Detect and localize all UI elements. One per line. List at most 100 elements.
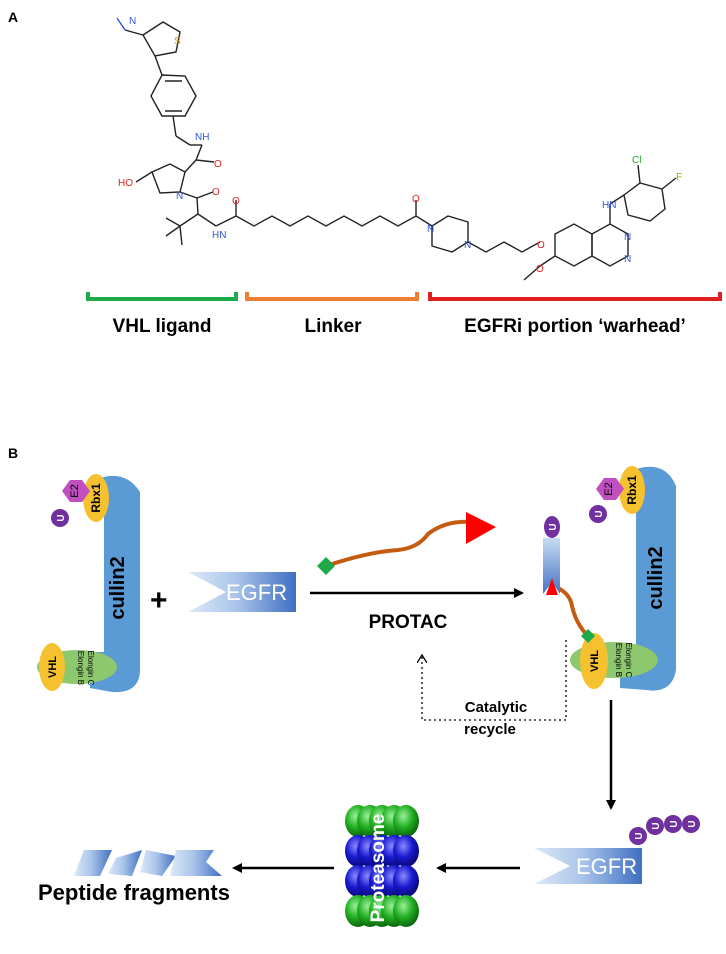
- atom-o-ether-1: O: [537, 240, 545, 251]
- atom-cl: Cl: [632, 155, 641, 166]
- ubiquitin-chain-1-label: U: [634, 832, 645, 839]
- elongin-b-label-left: Elongin B: [76, 651, 85, 685]
- quinazoline-ring-b: [591, 223, 629, 267]
- bound-protac-diamond: [581, 629, 595, 643]
- bound-protac-linker: [557, 586, 590, 638]
- ubiquitin-on-egfr-label: U: [548, 523, 559, 530]
- peptide-fragments: Peptide fragments: [38, 850, 230, 905]
- bracket-label-warhead: EGFRi portion ‘warhead’: [464, 316, 686, 337]
- proteasome: Proteasome: [345, 805, 419, 927]
- protac-label: PROTAC: [369, 612, 448, 633]
- proteasome-subunit: [393, 865, 419, 897]
- atom-o-amide-2: O: [212, 187, 220, 198]
- atom-s-thiazole: S: [174, 36, 181, 47]
- ubiquitin-right: [589, 505, 607, 523]
- atom-n-quinazoline-2: N: [624, 254, 631, 265]
- ubiquitin-chain-2-label: U: [651, 822, 662, 829]
- proteasome-subunit: [393, 805, 419, 837]
- ubiquitin-chain-4: [682, 815, 700, 833]
- vhl-oval-left: [39, 643, 65, 691]
- elongin-c-label-left: Elongin C: [86, 651, 95, 686]
- quinazoline-ring-a: [554, 223, 593, 267]
- ubiquitin-chain-1: [629, 827, 647, 845]
- ubiquitin-left: [51, 509, 69, 527]
- atom-nh-amide: NH: [195, 132, 209, 143]
- ubiquitin-chain-2: [646, 817, 664, 835]
- panel-label-b: B: [8, 445, 18, 461]
- ubiquitin-chain-3: [664, 815, 682, 833]
- plus-sign: +: [150, 584, 168, 617]
- ubiquitin-chain-3-label: U: [669, 820, 680, 827]
- ubiquitin-chain-4-label: U: [687, 820, 698, 827]
- atom-ho: HO: [118, 178, 133, 189]
- fragment-1: [74, 850, 112, 876]
- e2-hexagon-left: [62, 480, 90, 502]
- egfr-shape-top: [188, 572, 296, 612]
- cullin2-shape: [90, 475, 140, 693]
- rbx1-oval-right: [619, 466, 645, 514]
- fragment-4: [170, 850, 222, 876]
- atom-o-ether-2: O: [536, 264, 544, 275]
- e2-hexagon-right: [596, 478, 624, 500]
- pyrrolidine-ring: [151, 163, 186, 194]
- rbx1-label-left: Rbx1: [89, 483, 103, 513]
- bracket-egfri-warhead: EGFRi portion ‘warhead’: [428, 292, 722, 337]
- cullin2-label-right: cullin2: [645, 546, 667, 609]
- atom-n-piperazine-2: N: [464, 240, 471, 251]
- chlorofluorophenyl-ring: [623, 182, 666, 222]
- bracket-linker: Linker: [245, 292, 419, 337]
- egfr-label-bottom: EGFR: [576, 854, 637, 879]
- protac-vhl-ligand-diamond: [317, 557, 335, 575]
- atom-f: F: [676, 172, 682, 183]
- rbx1-oval-left: [83, 474, 109, 522]
- atom-n-thiazole: N: [129, 16, 136, 27]
- piperazine-ring: [431, 215, 469, 253]
- bracket-vhl-ligand: VHL ligand: [86, 292, 238, 337]
- ubiquitin-label-left: U: [56, 514, 67, 521]
- elongin-b-label-right: Elongin B: [614, 643, 623, 677]
- atom-o-amide-1: O: [214, 159, 222, 170]
- catalytic-label-line2: recycle: [464, 721, 516, 738]
- ternary-complex-right: cullin2 Rbx1 E2 U Elongin C Elongin B VH…: [543, 466, 676, 691]
- cullin2-label-left: cullin2: [107, 556, 129, 619]
- bound-protac-triangle: [546, 578, 558, 595]
- atom-o-linker-2: O: [412, 194, 420, 205]
- e2-label-right: E2: [603, 482, 615, 495]
- vhl-oval-right: [580, 633, 608, 689]
- egfr-protein-top: EGFR: [188, 572, 296, 612]
- phenyl-ring-top: [150, 74, 197, 117]
- egfr-label-top: EGFR: [226, 580, 287, 605]
- chemical-structure: [116, 17, 677, 281]
- vhl-label-left: VHL: [47, 656, 59, 678]
- protac-warhead-triangle: [466, 512, 496, 544]
- atom-n-pyrrolidine: N: [176, 191, 183, 202]
- panel-label-a: A: [8, 9, 18, 25]
- peptide-fragments-label: Peptide fragments: [38, 880, 230, 905]
- egfr-polyubiquitinated: EGFR U U U U: [534, 815, 700, 884]
- bracket-label-linker: Linker: [304, 316, 362, 337]
- catalytic-recycle-arrow: [422, 640, 567, 721]
- atom-o-linker-1: O: [232, 196, 240, 207]
- fragment-3: [140, 850, 176, 876]
- e2-label-left: E2: [69, 484, 81, 497]
- fragment-2: [108, 850, 142, 876]
- catalytic-label-line1: Catalytic: [465, 699, 528, 716]
- cullin2-shape-right: [620, 466, 676, 691]
- atom-n-piperazine-1: N: [427, 224, 434, 235]
- elongin-c-label-right: Elongin C: [624, 643, 633, 678]
- proteasome-label: Proteasome: [368, 814, 389, 923]
- atom-hn-aniline: HN: [602, 200, 616, 211]
- atom-hn-amide: HN: [212, 230, 226, 241]
- atom-n-quinazoline-1: N: [624, 232, 631, 243]
- rbx1-label-right: Rbx1: [625, 475, 639, 505]
- ubiquitin-on-egfr: [544, 516, 560, 538]
- ubiquitin-label-right: U: [594, 510, 605, 517]
- proteasome-subunit: [393, 895, 419, 927]
- thiazole-ring: [142, 21, 181, 57]
- bound-egfr-shape: [543, 538, 560, 594]
- atom-labels: N S NH O HO N O HN O O N N O O N N HN Cl…: [118, 16, 682, 275]
- bracket-label-vhl-ligand: VHL ligand: [113, 316, 212, 337]
- egfr-shape-bottom: [534, 848, 642, 884]
- vhl-label-right: VHL: [589, 650, 601, 672]
